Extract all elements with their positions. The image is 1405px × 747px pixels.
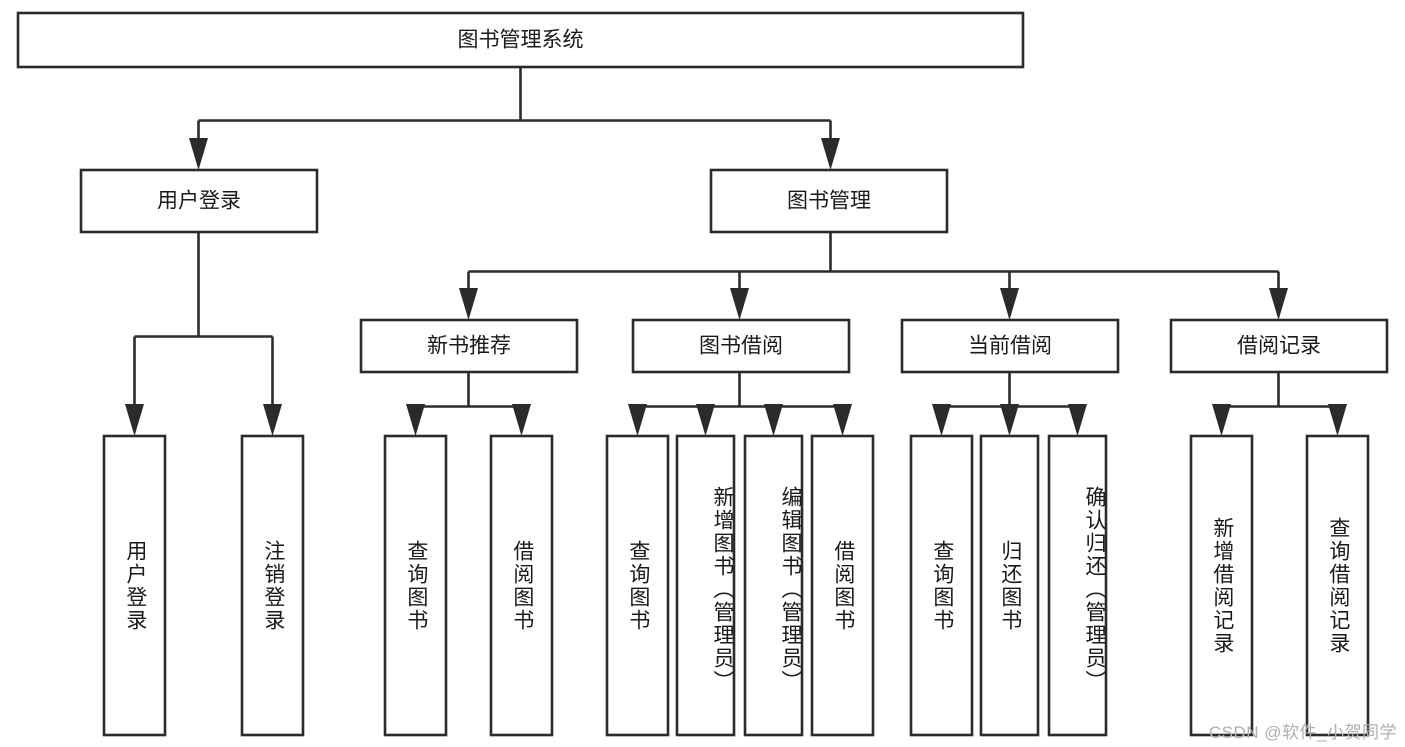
arrow-user-login-to-leaf2 <box>263 404 282 436</box>
node-current-borrow[interactable]: 当前借阅 <box>900 318 1120 374</box>
arrow-bm-to-borrow <box>730 288 749 320</box>
node-leaf-user-login-box[interactable] <box>102 434 167 737</box>
arrow-borrow-leaf4 <box>833 404 852 436</box>
arrow-bm-to-current <box>1000 288 1019 320</box>
arrow-recommend-leaf1 <box>406 404 425 436</box>
edge-group-book-borrow <box>628 372 852 436</box>
node-user-login[interactable]: 用户登录 <box>79 168 319 234</box>
arrow-user-login-to-leaf1 <box>125 404 144 436</box>
edge-group-user-login <box>125 232 282 436</box>
node-book-management[interactable]: 图书管理 <box>709 168 949 234</box>
edge-group-borrow-record <box>1212 372 1347 436</box>
node-root-box[interactable] <box>16 11 1025 69</box>
node-user-login-label: 用户登录 <box>157 190 241 213</box>
node-book-management-label: 图书管理 <box>787 190 871 213</box>
node-user-login-box[interactable] <box>79 168 319 234</box>
arrow-current-leaf1 <box>932 404 951 436</box>
edge-group-book-management <box>459 232 1288 320</box>
node-new-book-recommend-box[interactable] <box>359 318 579 374</box>
arrow-root-to-user-login <box>189 138 208 170</box>
arrow-bm-to-record <box>1269 288 1288 320</box>
node-current-borrow-label: 当前借阅 <box>968 335 1052 358</box>
node-current-borrow-box[interactable] <box>900 318 1120 374</box>
node-root-label: 图书管理系统 <box>458 29 584 52</box>
arrow-bm-to-recommend <box>459 288 478 320</box>
node-borrow-record-box[interactable] <box>1169 318 1389 374</box>
arrow-root-to-book-management <box>821 138 840 170</box>
node-leaf-confirm-return-box[interactable] <box>1047 434 1108 737</box>
edge-group-root <box>189 67 840 170</box>
node-book-borrow[interactable]: 图书借阅 <box>631 318 851 374</box>
arrow-recommend-leaf2 <box>512 404 531 436</box>
node-book-borrow-label: 图书借阅 <box>699 335 783 358</box>
csdn-watermark: CSDN @软件_小贺同学 <box>1208 723 1397 742</box>
node-leaf-edit-book-box[interactable] <box>743 434 804 737</box>
edge-group-new-book-recommend <box>406 372 531 436</box>
arrow-borrow-leaf2 <box>696 404 715 436</box>
arrow-borrow-leaf3 <box>764 404 783 436</box>
arrow-current-leaf2 <box>1000 404 1019 436</box>
node-book-management-box[interactable] <box>709 168 949 234</box>
node-leaf-return-book-box[interactable] <box>979 434 1040 737</box>
arrow-borrow-leaf1 <box>628 404 647 436</box>
node-leaf-query-book-2-box[interactable] <box>605 434 670 737</box>
node-new-book-recommend[interactable]: 新书推荐 <box>359 318 579 374</box>
arrow-record-leaf1 <box>1212 404 1231 436</box>
node-leaf-query-book-1-box[interactable] <box>383 434 448 737</box>
node-book-borrow-box[interactable] <box>631 318 851 374</box>
node-root[interactable]: 图书管理系统 <box>16 11 1025 69</box>
node-leaf-query-record-box[interactable] <box>1305 434 1370 737</box>
node-leaf-logout-login-box[interactable] <box>240 434 305 737</box>
node-borrow-record-label: 借阅记录 <box>1237 335 1321 358</box>
arrow-current-leaf3 <box>1068 404 1087 436</box>
node-borrow-record[interactable]: 借阅记录 <box>1169 318 1389 374</box>
node-leaf-add-record-box[interactable] <box>1189 434 1254 737</box>
node-leaf-borrow-book-2-box[interactable] <box>810 434 875 737</box>
arrow-record-leaf2 <box>1328 404 1347 436</box>
node-new-book-recommend-label: 新书推荐 <box>427 335 511 358</box>
node-leaf-borrow-book-1-box[interactable] <box>489 434 554 737</box>
edge-group-current-borrow <box>932 372 1087 436</box>
node-leaf-query-book-3-box[interactable] <box>909 434 974 737</box>
node-leaf-add-book-box[interactable] <box>675 434 736 737</box>
